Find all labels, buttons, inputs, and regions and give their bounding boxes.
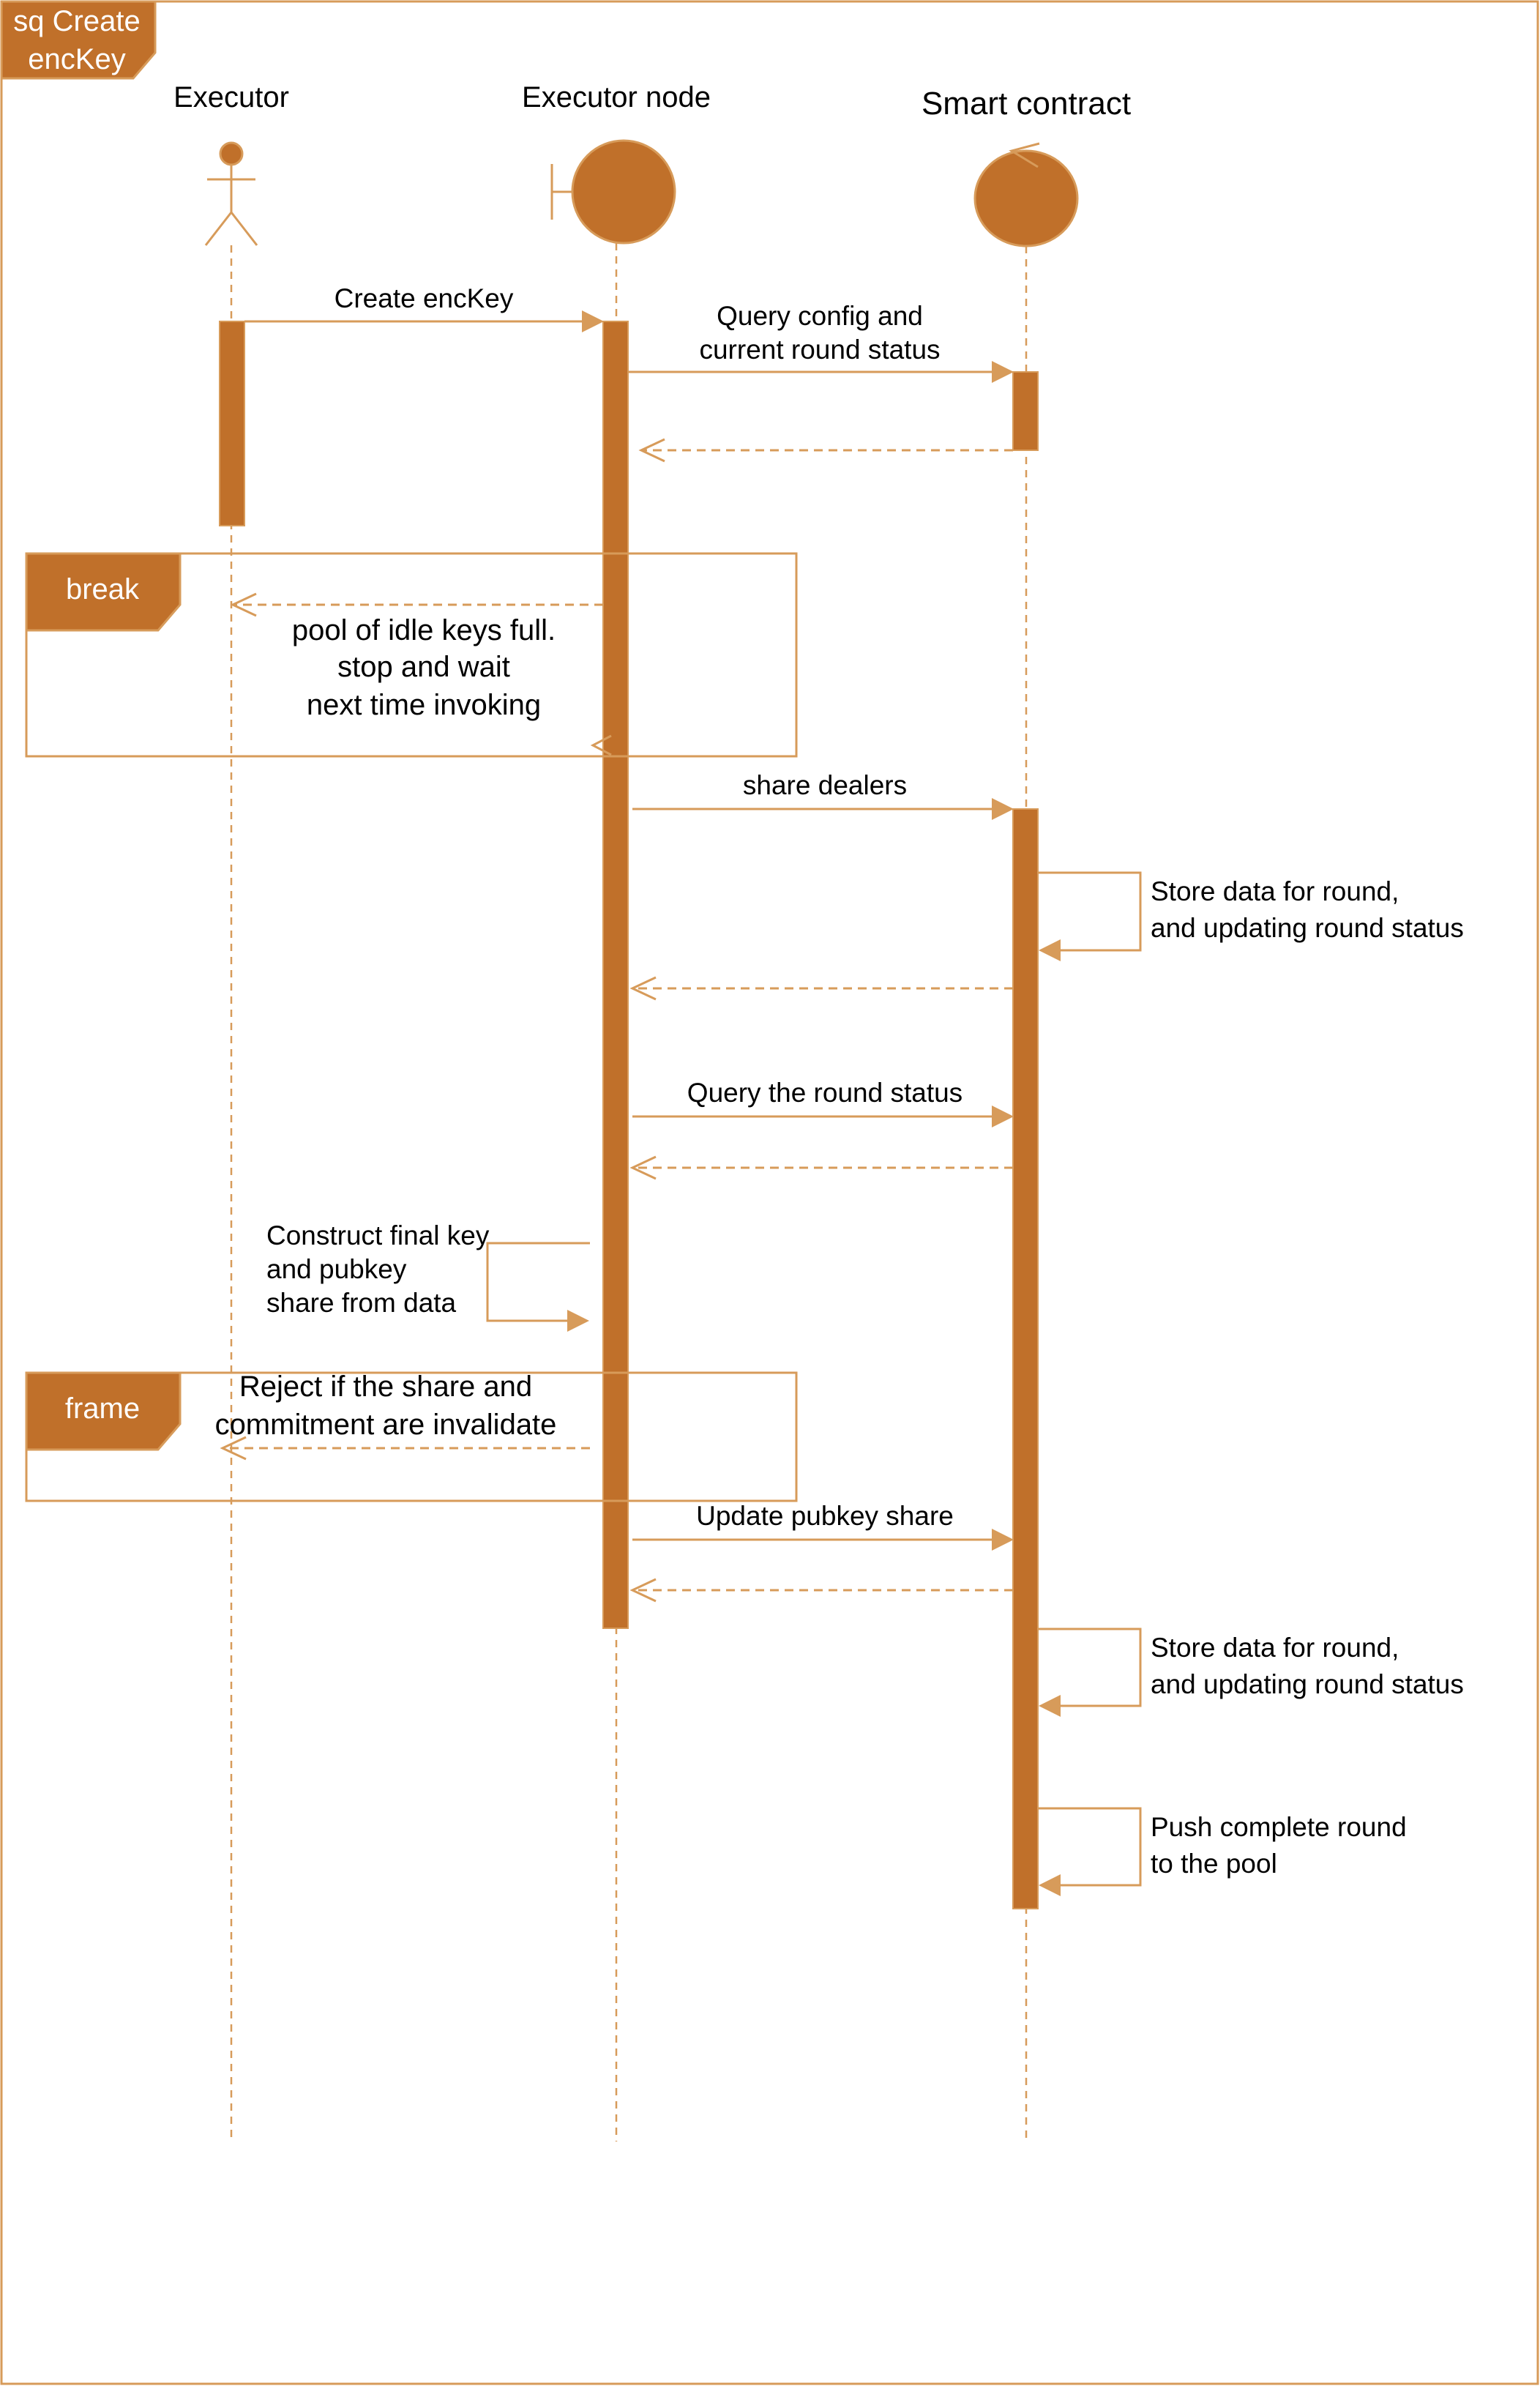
break-return-head bbox=[230, 592, 257, 617]
msg-share-dealers-label: share dealers bbox=[743, 770, 907, 800]
self-store-2-arrow bbox=[1038, 1628, 1142, 1717]
break-tag bbox=[25, 552, 182, 632]
participant-executor-label: Executor bbox=[173, 81, 289, 113]
msg-query-config-label-1: Query config and bbox=[717, 301, 923, 331]
msg-return-round-head bbox=[629, 1155, 657, 1180]
break-text-1: pool of idle keys full. bbox=[292, 614, 556, 646]
activation-contract-2 bbox=[1012, 808, 1039, 1909]
participant-executor-node-label: Executor node bbox=[522, 81, 711, 113]
self-construct-label-1: Construct final key bbox=[266, 1220, 490, 1250]
msg-create-enckey-label: Create encKey bbox=[334, 283, 514, 313]
self-store-1-label-2: and updating round status bbox=[1151, 913, 1464, 943]
self-construct-label-3: share from data bbox=[266, 1288, 457, 1318]
break-text-2: stop and wait bbox=[337, 651, 510, 683]
title-tag bbox=[0, 0, 157, 80]
msg-query-round-label: Query the round status bbox=[687, 1078, 962, 1108]
activation-contract-1 bbox=[1012, 371, 1039, 451]
activation-executor bbox=[219, 321, 245, 526]
boundary-icon bbox=[550, 139, 676, 245]
self-construct-label-2: and pubkey bbox=[266, 1254, 407, 1284]
break-inner-head bbox=[590, 734, 612, 756]
msg-return-config-head bbox=[638, 438, 665, 463]
self-construct-arrow bbox=[486, 1242, 590, 1332]
msg-return-update-head bbox=[629, 1578, 657, 1603]
activation-executor-node bbox=[602, 321, 629, 1629]
self-push-label-2: to the pool bbox=[1151, 1849, 1277, 1879]
self-store-2-label-1: Store data for round, bbox=[1151, 1633, 1399, 1663]
frame-tag-label: frame bbox=[65, 1393, 140, 1425]
title-line-1: sq Create bbox=[13, 5, 140, 37]
participant-smart-contract-label: Smart contract bbox=[922, 86, 1131, 122]
frame-text-2: commitment are invalidate bbox=[215, 1409, 557, 1441]
break-fragment bbox=[25, 552, 798, 758]
self-store-1-label-1: Store data for round, bbox=[1151, 876, 1399, 906]
self-store-1-arrow bbox=[1038, 871, 1142, 961]
self-store-2-label-2: and updating round status bbox=[1151, 1669, 1464, 1699]
self-push-label-1: Push complete round bbox=[1151, 1812, 1407, 1842]
self-push-arrow bbox=[1038, 1807, 1142, 1896]
frame-return-head bbox=[220, 1436, 247, 1461]
break-text-3: next time invoking bbox=[307, 689, 541, 721]
msg-query-config-label-2: current round status bbox=[699, 335, 940, 365]
actor-icon bbox=[204, 141, 258, 246]
control-icon bbox=[973, 142, 1079, 247]
title-line-2: encKey bbox=[28, 43, 125, 75]
msg-update-pubkey-label: Update pubkey share bbox=[696, 1501, 954, 1531]
break-tag-label: break bbox=[66, 573, 140, 605]
frame-tag bbox=[25, 1371, 182, 1451]
frame-text-1: Reject if the share and bbox=[239, 1371, 532, 1403]
msg-return-share-head bbox=[629, 976, 657, 1001]
